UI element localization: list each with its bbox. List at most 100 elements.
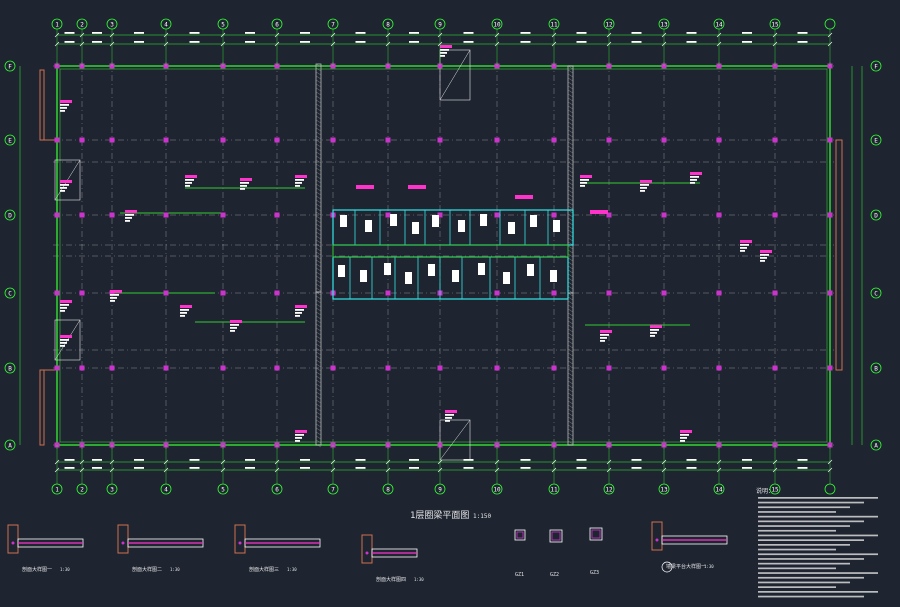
hatch (315, 343, 322, 348)
column (220, 290, 226, 296)
hatch (315, 391, 322, 396)
hatch (567, 324, 574, 329)
hatch (567, 101, 574, 106)
hatch (567, 93, 574, 98)
dimension-tick (79, 459, 85, 465)
column (109, 137, 115, 143)
hatch (567, 376, 574, 381)
axis-label-column: 10 (493, 486, 501, 493)
dimension-value-stub (245, 459, 255, 461)
dimension-tick (385, 41, 391, 47)
dimension-value-stub (520, 41, 531, 43)
hatch (315, 291, 322, 296)
hatch (315, 403, 322, 408)
hatch (567, 169, 574, 174)
axis-label-row: E (8, 137, 12, 144)
callout-text-stub (440, 49, 449, 51)
hatch (315, 147, 322, 152)
axis-label-column: 11 (550, 486, 558, 493)
column (827, 365, 833, 371)
room-tag (338, 265, 345, 277)
dimension-value-stub (797, 41, 808, 43)
column (79, 137, 85, 143)
axis-label-column: 14 (715, 486, 723, 493)
detail-rebar-dot (121, 541, 125, 545)
detail-wall (361, 534, 373, 564)
column (163, 365, 169, 371)
hatch (567, 360, 574, 365)
room-tag (508, 222, 515, 234)
axis-label-column: 1 (55, 21, 59, 28)
dimension-value-stub (520, 32, 531, 34)
dimension-tick (54, 41, 60, 47)
hatch (567, 384, 574, 389)
detail-rebar-dot (365, 551, 369, 555)
column (716, 365, 722, 371)
note-line-stub (758, 572, 878, 574)
column (606, 290, 612, 296)
note-line-stub (758, 567, 836, 570)
opening-frame (54, 159, 81, 201)
dimension-value-stub (576, 41, 587, 43)
hatch (315, 199, 322, 204)
dimension-value-stub (742, 32, 752, 34)
hatch (567, 300, 574, 305)
hatch (315, 87, 322, 92)
notes-heading: 说明： (756, 487, 774, 495)
dimension-tick (827, 459, 833, 465)
hatch (567, 141, 574, 146)
hatch (567, 281, 574, 286)
axis-label-row: A (8, 442, 12, 449)
dimension-tick (494, 32, 500, 38)
axis-label-column: 5 (221, 486, 225, 493)
callout-highlight (125, 210, 137, 213)
callout-text-stub (185, 179, 194, 181)
hatch (567, 348, 574, 353)
column (827, 290, 833, 296)
axis-label-row: D (8, 212, 12, 219)
callout-text-stub (580, 179, 589, 181)
detail-scale: 1:30 (287, 567, 297, 572)
detail-wall (234, 524, 246, 554)
room-tag (478, 263, 485, 275)
hatch (315, 287, 322, 292)
outer-ring-beam (56, 65, 831, 446)
hatch (567, 77, 574, 82)
room-tag (553, 220, 560, 232)
beam-callouts (60, 45, 772, 442)
column (551, 290, 557, 296)
column (274, 290, 280, 296)
dimension-tick (437, 41, 443, 47)
axis-bubble-row (4, 362, 16, 374)
dimension-value-stub (576, 467, 587, 469)
hatch (567, 201, 574, 206)
hatch (567, 245, 574, 250)
callout-highlight (640, 180, 652, 183)
hatch (315, 311, 322, 316)
dimension-value-stub (742, 467, 752, 469)
dimension-tick (716, 41, 722, 47)
detail-wall (117, 524, 129, 554)
column (772, 290, 778, 296)
opening-frame (54, 319, 81, 361)
callout-highlight (740, 240, 752, 243)
callout-text-stub (445, 417, 452, 419)
dimension-tick (330, 459, 336, 465)
hatch (567, 273, 574, 278)
axis-bubble-row (870, 362, 882, 374)
dimension-tick (274, 32, 280, 38)
column (385, 212, 391, 218)
hatch (315, 299, 322, 304)
hatch (567, 73, 574, 78)
hatch (315, 111, 322, 116)
room-callout-mark (408, 185, 426, 189)
dimension-tick (109, 41, 115, 47)
callout-text-stub (760, 260, 765, 262)
hatch (567, 153, 574, 158)
hatch (315, 163, 322, 168)
hatch (315, 247, 322, 252)
detail-scale: 1:30 (60, 567, 70, 572)
dimension-tick (163, 467, 169, 473)
hatch (567, 189, 574, 194)
